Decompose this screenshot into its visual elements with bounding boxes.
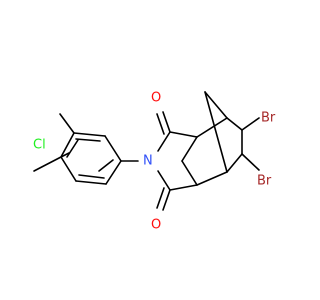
- bond: [60, 156, 77, 182]
- bond: [204, 91, 228, 119]
- bond: [226, 117, 243, 131]
- bond: [157, 170, 171, 191]
- bond: [33, 156, 62, 172]
- bond: [156, 187, 165, 209]
- bond: [241, 153, 260, 171]
- bond: [60, 152, 70, 158]
- atom-labels: O O N Cl Br Br: [33, 91, 276, 233]
- structure-drawing: O O N Cl Br Br: [33, 91, 276, 233]
- bond: [169, 131, 198, 138]
- bond: [181, 136, 198, 162]
- bond: [196, 117, 228, 138]
- atom-label-chlorine: Cl: [33, 138, 46, 153]
- bond: [78, 174, 105, 179]
- bond: [181, 160, 198, 186]
- molecule-diagram: O O N Cl Br Br: [33, 91, 276, 233]
- bond: [59, 113, 75, 134]
- atom-label-bromine: Br: [261, 111, 276, 126]
- bond: [73, 132, 106, 137]
- bond: [66, 139, 79, 158]
- bond: [98, 159, 114, 172]
- bond: [60, 132, 75, 158]
- bond: [104, 135, 122, 162]
- atom-label-bromine: Br: [257, 174, 272, 189]
- bond: [162, 189, 171, 211]
- bonds: [33, 91, 260, 211]
- bond: [204, 91, 228, 173]
- bond: [157, 131, 171, 152]
- bond: [105, 160, 122, 185]
- bond: [241, 117, 260, 131]
- atom-label-oxygen: O: [151, 218, 161, 233]
- atom-label-nitrogen: N: [143, 154, 153, 169]
- atom-label-oxygen: O: [151, 91, 161, 106]
- bond: [226, 153, 243, 173]
- bond: [169, 184, 198, 191]
- bond: [162, 111, 171, 133]
- bond: [156, 113, 165, 135]
- bond: [75, 138, 101, 142]
- bond: [75, 180, 107, 185]
- bond: [196, 171, 228, 186]
